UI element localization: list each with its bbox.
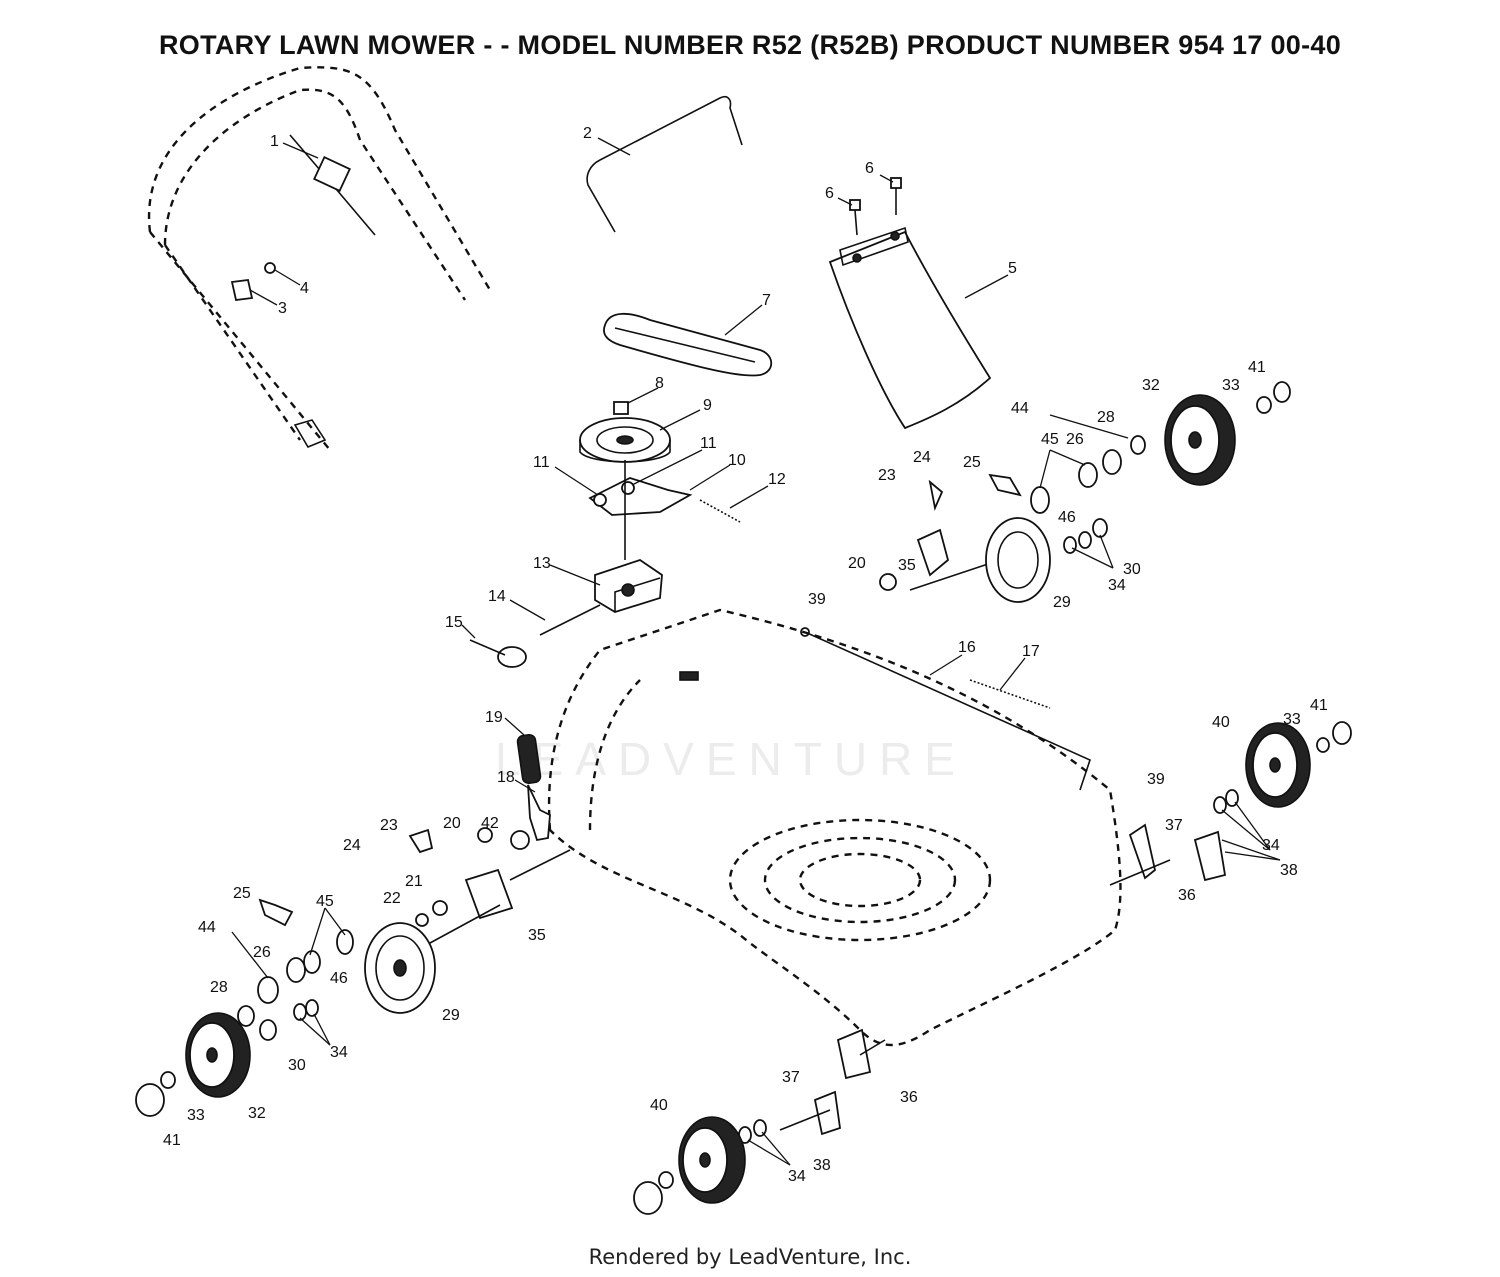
callout-label: 5 (1008, 260, 1017, 277)
callout-label: 24 (343, 837, 361, 854)
callout-label: 34 (1108, 577, 1126, 594)
callout-label: 46 (330, 970, 348, 987)
callout-label: 39 (1147, 771, 1165, 788)
callout-label: 34 (788, 1168, 806, 1185)
callout-label: 11 (533, 454, 550, 471)
callout-label: 22 (383, 890, 401, 907)
bottom-front-assembly (633, 1028, 886, 1215)
callout-label: 28 (210, 979, 228, 996)
callout-label: 17 (1022, 643, 1040, 660)
callout-label: 29 (1053, 594, 1071, 611)
wheel-part-32-left (135, 1012, 251, 1117)
callout-label: 32 (1142, 377, 1160, 394)
bracket-part (588, 477, 693, 516)
bolt-part-3-4 (230, 262, 276, 301)
callout-label: 13 (533, 555, 551, 572)
spring-part-12 (699, 499, 741, 523)
handle-outline (147, 66, 492, 451)
bail-part (586, 95, 743, 233)
pulley-part (579, 401, 671, 463)
right-front-assembly (1109, 721, 1352, 886)
chute-part (828, 226, 992, 430)
callout-label: 15 (445, 614, 463, 631)
callout-label: 4 (300, 280, 309, 297)
callout-label: 33 (1222, 377, 1240, 394)
callout-label: 45 (1041, 431, 1059, 448)
callout-label: 36 (900, 1089, 918, 1106)
callout-label: 40 (650, 1097, 668, 1114)
diagram-title: ROTARY LAWN MOWER - - MODEL NUMBER R52 (… (158, 30, 1342, 60)
callout-label: 38 (813, 1157, 831, 1174)
callout-label: 23 (878, 467, 896, 484)
callout-label: 35 (898, 557, 916, 574)
callout-label: 3 (278, 300, 287, 317)
callout-label: 25 (963, 454, 981, 471)
right-rear-assembly (879, 435, 1146, 603)
callout-label: 8 (655, 375, 664, 392)
callout-label: 37 (782, 1069, 800, 1086)
callout-label: 20 (443, 815, 461, 832)
wheel-part-32-right (1164, 381, 1291, 486)
control-cable-part (289, 134, 376, 236)
callout-label: 14 (488, 588, 506, 605)
callout-label: 7 (762, 292, 771, 309)
watermark-text: LEADVENTURE (495, 733, 967, 785)
leader-lines (231, 137, 1281, 1166)
callout-numbers: 1 2 3 4 5 6 6 7 8 9 10 11 11 12 13 14 15… (163, 125, 1328, 1185)
transmission-part (594, 460, 663, 613)
callout-label: 11 (700, 435, 717, 452)
callout-label: 30 (288, 1057, 306, 1074)
callout-label: 35 (528, 927, 546, 944)
callout-label: 44 (198, 919, 216, 936)
callout-label: 16 (958, 639, 976, 656)
callout-label: 29 (442, 1007, 460, 1024)
callout-label: 10 (728, 452, 746, 469)
callout-label: 45 (316, 893, 334, 910)
callout-label: 26 (253, 944, 271, 961)
callout-label: 1 (270, 133, 279, 150)
callout-label: 18 (497, 769, 515, 786)
callout-label: 36 (1178, 887, 1196, 904)
footer-credit: Rendered by LeadVenture, Inc. (588, 1245, 912, 1269)
callout-label: 23 (380, 817, 398, 834)
callout-label: 33 (187, 1107, 205, 1124)
callout-label: 28 (1097, 409, 1115, 426)
callout-label: 32 (248, 1105, 266, 1122)
belt-part (603, 312, 773, 377)
callout-label: 26 (1066, 431, 1084, 448)
callout-label: 44 (1011, 400, 1029, 417)
callout-label: 40 (1212, 714, 1230, 731)
height-lever-part (516, 733, 551, 842)
callout-label: 9 (703, 397, 712, 414)
callout-label: 37 (1165, 817, 1183, 834)
callout-label: 34 (1262, 837, 1280, 854)
callout-label: 41 (1248, 359, 1266, 376)
mower-deck-outline (547, 608, 1122, 1047)
left-gear-washers (237, 898, 354, 1041)
callout-label: 41 (163, 1132, 181, 1149)
bolt-part-6 (849, 177, 902, 236)
callout-label: 39 (808, 591, 826, 608)
callout-label: 19 (485, 709, 503, 726)
callout-label: 34 (330, 1044, 348, 1061)
axle-part-14 (469, 604, 601, 668)
callout-label: 6 (865, 160, 874, 177)
left-axle-assembly (394, 827, 571, 963)
callout-label: 42 (481, 815, 499, 832)
callout-label: 25 (233, 885, 251, 902)
callout-label: 38 (1280, 862, 1298, 879)
callout-label: 33 (1283, 711, 1301, 728)
callout-label: 24 (913, 449, 931, 466)
callout-label: 21 (405, 873, 423, 890)
callout-label: 20 (848, 555, 866, 572)
callout-label: 46 (1058, 509, 1076, 526)
callout-label: 30 (1123, 561, 1141, 578)
callout-label: 12 (768, 471, 786, 488)
callout-label: 6 (825, 185, 834, 202)
callout-label: 2 (583, 125, 592, 142)
wheel-part-29-left (364, 922, 436, 1014)
callout-label: 41 (1310, 697, 1328, 714)
